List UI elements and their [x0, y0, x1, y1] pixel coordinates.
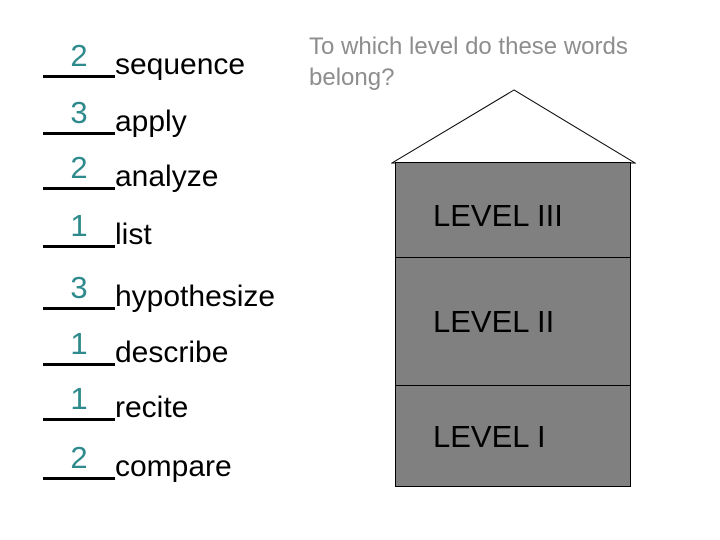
- word-label: list: [115, 218, 152, 251]
- word-label: hypothesize: [115, 280, 276, 313]
- word-label: describe: [115, 336, 229, 369]
- answer-number: 3: [70, 95, 88, 130]
- word-list-item: 3 apply: [43, 91, 187, 138]
- roof-shape: [391, 89, 636, 164]
- answer-blank: 1: [43, 322, 115, 366]
- answer-blank: 2: [43, 146, 115, 190]
- word-list-item: 1 list: [43, 204, 152, 251]
- answer-number: 1: [70, 326, 88, 361]
- answer-number: 1: [70, 381, 88, 416]
- word-list-item: 1 describe: [43, 322, 229, 369]
- level-section-1: LEVEL I: [396, 385, 630, 486]
- word-list-item: 3 hypothesize: [43, 266, 276, 313]
- answer-blank: 3: [43, 266, 115, 310]
- word-list-item: 2 analyze: [43, 146, 219, 193]
- answer-blank: 2: [43, 34, 115, 78]
- word-label: analyze: [115, 160, 219, 193]
- word-list-item: 2 compare: [43, 436, 232, 483]
- level-label: LEVEL I: [433, 418, 546, 454]
- answer-number: 2: [70, 440, 88, 475]
- answer-blank: 2: [43, 436, 115, 480]
- word-list-item: 1 recite: [43, 377, 189, 424]
- level-label: LEVEL III: [433, 197, 563, 233]
- answer-blank: 3: [43, 91, 115, 135]
- answer-number: 3: [70, 270, 88, 305]
- answer-blank: 1: [43, 377, 115, 421]
- answer-number: 2: [70, 150, 88, 185]
- level-label: LEVEL II: [433, 304, 555, 339]
- answer-number: 2: [70, 38, 88, 73]
- word-list-item: 2 sequence: [43, 34, 246, 81]
- answer-blank: 1: [43, 204, 115, 248]
- answer-number: 1: [70, 208, 88, 243]
- level-section-2: LEVEL II: [396, 257, 630, 385]
- level-section-3: LEVEL III: [396, 163, 630, 257]
- levels-diagram: LEVEL III LEVEL II LEVEL I: [395, 162, 631, 487]
- question-text: To which level do these words belong?: [309, 33, 628, 91]
- word-label: compare: [115, 450, 232, 483]
- word-label: recite: [115, 391, 189, 424]
- word-label: sequence: [115, 48, 246, 81]
- word-label: apply: [115, 105, 187, 138]
